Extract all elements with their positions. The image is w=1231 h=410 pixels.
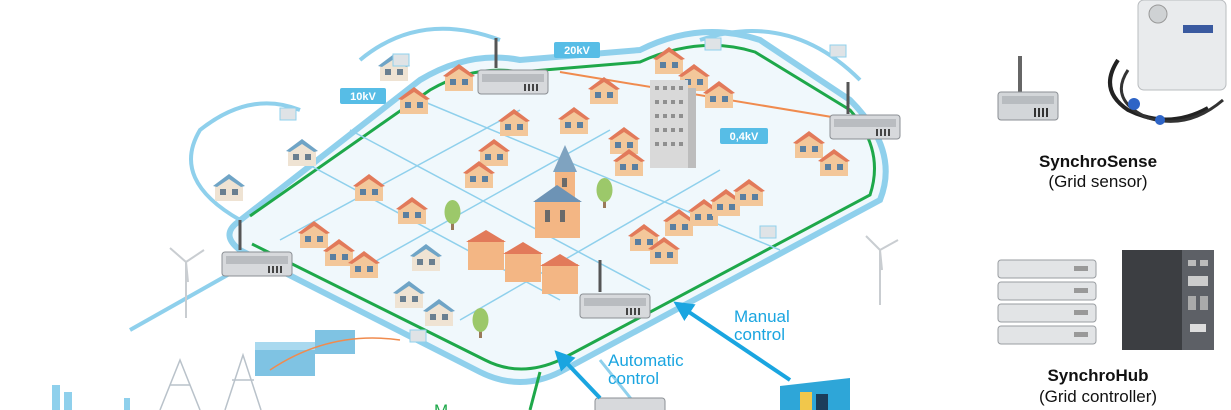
device-bottom-center — [579, 260, 651, 319]
svg-text:control: control — [608, 369, 659, 388]
apartment-tower — [650, 80, 696, 168]
synchrohub-name: SynchroHub — [1047, 366, 1149, 385]
wind-turbines — [169, 235, 899, 318]
svg-text:control: control — [734, 325, 785, 344]
device-bottom-partial — [594, 397, 666, 410]
church — [533, 145, 582, 238]
voltage-label-20kv: 20kV — [554, 42, 600, 58]
substation — [52, 330, 401, 410]
synchrohub-role: (Grid controller) — [1038, 387, 1158, 406]
synchrohub-controller-photo — [1122, 250, 1214, 350]
grid-devices — [221, 38, 901, 410]
voltage-label-10kv: 10kV — [340, 88, 386, 104]
synchrosense-device-illustration — [997, 56, 1059, 121]
cutoff-label: M — [434, 401, 448, 410]
townhouse-block — [466, 230, 580, 294]
device-left — [221, 220, 293, 277]
synchrosense-name: SynchroSense — [1038, 152, 1158, 171]
synchrosense-role: (Grid sensor) — [1048, 172, 1148, 191]
device-top-center — [477, 38, 549, 95]
automatic-control-annotation: Automatic control — [554, 350, 684, 400]
device-top-right — [829, 82, 901, 140]
svg-text:10kV: 10kV — [350, 91, 376, 103]
transformer-boxes — [279, 37, 847, 343]
synchrohub-server-illustration — [997, 259, 1097, 345]
synchrosense-photo — [1108, 0, 1227, 125]
svg-text:20kV: 20kV — [564, 45, 590, 57]
svg-text:Manual: Manual — [734, 307, 790, 326]
control-room — [780, 378, 850, 410]
manual-control-annotation: Manual control — [673, 301, 792, 382]
svg-text:0,4kV: 0,4kV — [730, 131, 759, 143]
svg-text:Automatic: Automatic — [608, 351, 684, 370]
voltage-label-04kv: 0,4kV — [720, 128, 768, 144]
